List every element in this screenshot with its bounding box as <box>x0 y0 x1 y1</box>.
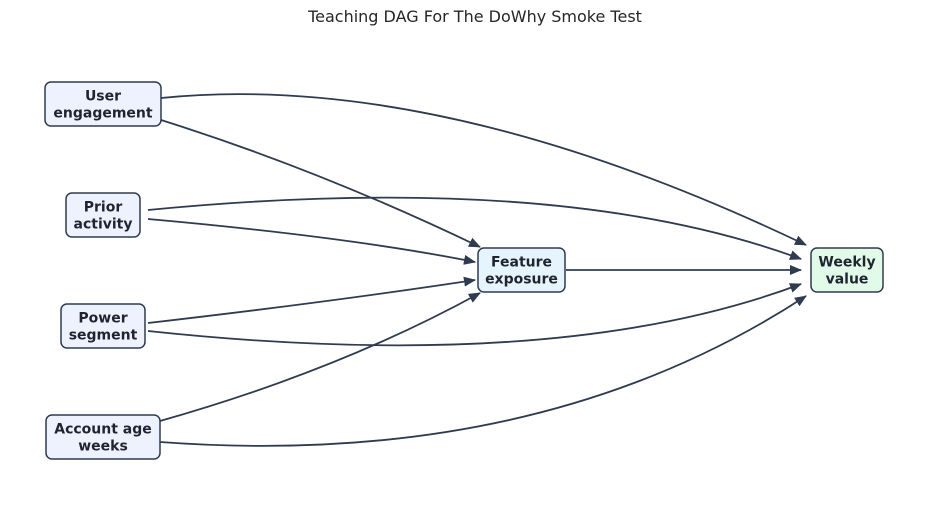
node-label-line: segment <box>69 328 138 344</box>
edges-layer <box>147 93 807 447</box>
node-label-line: engagement <box>53 106 152 122</box>
node-box <box>477 247 566 293</box>
node-label-line: exposure <box>485 272 558 288</box>
edge-prior-activity-to-weekly-value <box>147 196 802 260</box>
node-label-line: activity <box>74 217 133 233</box>
edge-power-segment-to-weekly-value <box>147 283 802 347</box>
node-box <box>45 414 161 460</box>
edge-power-segment-to-feature-exposure <box>147 276 476 324</box>
node-box <box>810 247 884 293</box>
node-label-line: User <box>85 89 121 105</box>
edge-account-age-weeks-to-weekly-value <box>159 295 807 447</box>
node-label-line: Weekly <box>818 255 875 271</box>
edge-account-age-weeks-to-feature-exposure <box>159 292 481 422</box>
node-box <box>44 81 162 127</box>
edge-user-engagement-to-feature-exposure <box>160 119 481 248</box>
node-box <box>60 303 146 349</box>
node-label-line: Feature <box>491 255 552 271</box>
nodes-layer: UserengagementPrioractivityPowersegmentA… <box>44 81 884 460</box>
node-label-line: Account age <box>54 422 152 438</box>
node-box <box>65 192 141 238</box>
node-label-line: Prior <box>84 200 123 216</box>
edge-prior-activity-to-feature-exposure <box>147 218 476 265</box>
node-label-line: value <box>826 272 869 288</box>
edge-user-engagement-to-weekly-value <box>160 93 807 246</box>
diagram-title: Teaching DAG For The DoWhy Smoke Test <box>308 7 642 26</box>
node-label-line: Power <box>78 311 127 327</box>
node-label-line: weeks <box>78 439 128 455</box>
